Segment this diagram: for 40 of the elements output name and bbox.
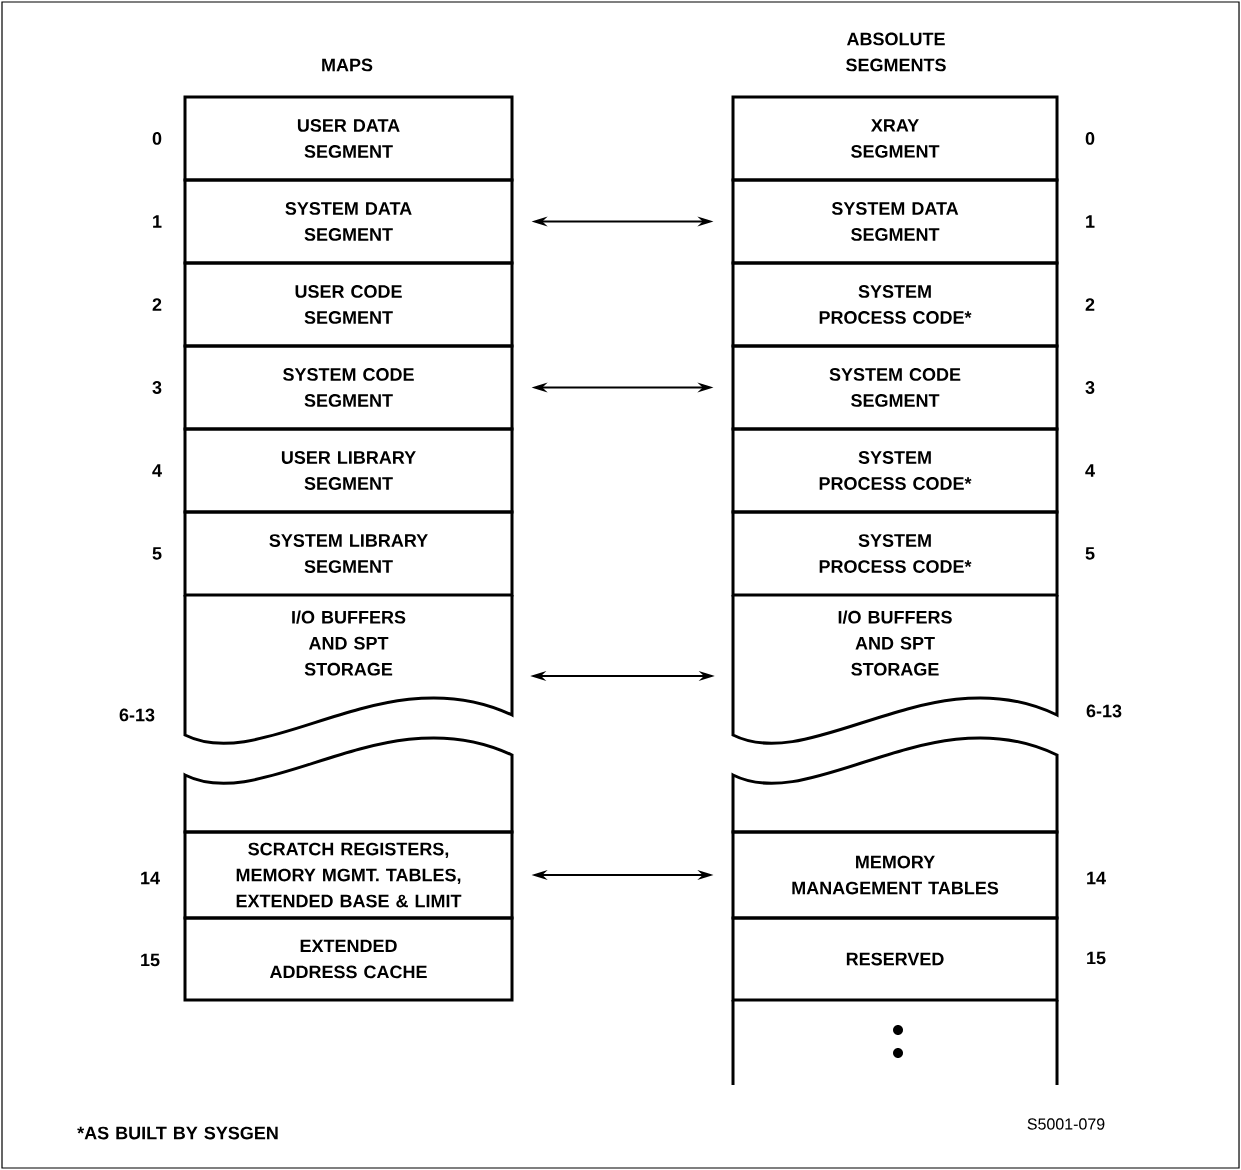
- row-number: 6-13: [119, 708, 155, 722]
- memory-cell: RESERVED: [731, 916, 1059, 1002]
- footnote: *AS BUILT BY SYSGEN: [77, 1126, 278, 1140]
- row-number: 3: [152, 381, 162, 394]
- row-number: 2: [152, 298, 162, 311]
- memory-cell: SYSTEM PROCESS CODE*: [731, 261, 1059, 348]
- row-number: 14: [141, 871, 160, 885]
- memory-cell: XRAY SEGMENT: [731, 95, 1059, 182]
- memory-cell: USER LIBRARY SEGMENT: [183, 427, 514, 514]
- row-number: 15: [1087, 951, 1106, 965]
- row-number: 6-13: [1086, 704, 1122, 718]
- row-number: 14: [1087, 871, 1106, 885]
- memory-cell: SYSTEM PROCESS CODE*: [731, 427, 1059, 514]
- broken-memory-cell: I/O BUFFERS AND SPT STORAGE: [731, 595, 1059, 745]
- figure-number: S5001-079: [1027, 1118, 1105, 1130]
- row-number: 0: [1085, 132, 1095, 145]
- row-number: 1: [1086, 215, 1095, 228]
- memory-cell: SYSTEM PROCESS CODE*: [731, 510, 1059, 597]
- memory-cell: SYSTEM DATA SEGMENT: [731, 178, 1059, 265]
- memory-cell: SCRATCH REGISTERS, MEMORY MGMT. TABLES, EXTENDED BASE & LIMIT: [183, 830, 514, 920]
- row-number: 0: [152, 132, 162, 145]
- row-number: 1: [153, 215, 162, 228]
- column-heading: ABSOLUTE SEGMENTS: [846, 32, 946, 72]
- row-number: 5: [1085, 547, 1095, 560]
- memory-cell: USER CODE SEGMENT: [183, 261, 514, 348]
- memory-cell: SYSTEM CODE SEGMENT: [183, 344, 514, 431]
- row-number: 4: [1085, 464, 1095, 477]
- row-number: 2: [1085, 298, 1095, 311]
- row-number: 15: [141, 953, 160, 967]
- memory-cell: SYSTEM DATA SEGMENT: [183, 178, 514, 265]
- column-heading: MAPS: [322, 58, 373, 72]
- row-number: 5: [152, 547, 162, 560]
- memory-cell: SYSTEM LIBRARY SEGMENT: [183, 510, 514, 597]
- row-number: 4: [152, 464, 162, 477]
- memory-cell: SYSTEM CODE SEGMENT: [731, 344, 1059, 431]
- broken-memory-cell: I/O BUFFERS AND SPT STORAGE: [183, 595, 514, 745]
- memory-cell: MEMORY MANAGEMENT TABLES: [731, 830, 1059, 920]
- row-number: 3: [1085, 381, 1095, 394]
- memory-cell: USER DATA SEGMENT: [183, 95, 514, 182]
- memory-cell: EXTENDED ADDRESS CACHE: [183, 916, 514, 1002]
